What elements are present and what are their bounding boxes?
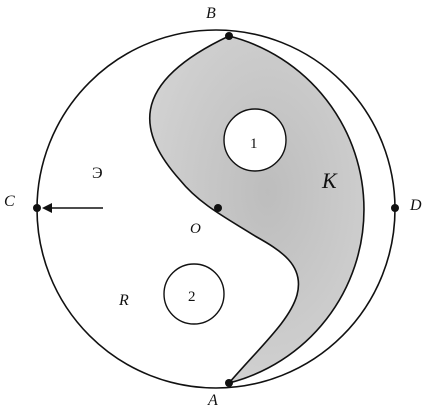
point-b-dot bbox=[225, 32, 233, 40]
label-b: B bbox=[206, 5, 216, 22]
hole-1 bbox=[223, 108, 287, 172]
label-e: Э bbox=[92, 165, 103, 182]
label-a: A bbox=[207, 392, 218, 409]
hole-1-label: 1 bbox=[250, 136, 258, 152]
label-c: C bbox=[4, 193, 15, 210]
label-k: K bbox=[321, 168, 338, 193]
point-o-dot bbox=[214, 204, 222, 212]
label-d: D bbox=[409, 197, 422, 214]
shaded-region-k bbox=[148, 35, 365, 385]
hole-2-label: 2 bbox=[188, 289, 196, 305]
point-a-dot bbox=[225, 379, 233, 387]
point-d-dot bbox=[391, 204, 399, 212]
label-o: O bbox=[190, 221, 201, 237]
point-c-dot bbox=[33, 204, 41, 212]
label-r: R bbox=[118, 292, 129, 309]
hole-2 bbox=[163, 263, 225, 325]
